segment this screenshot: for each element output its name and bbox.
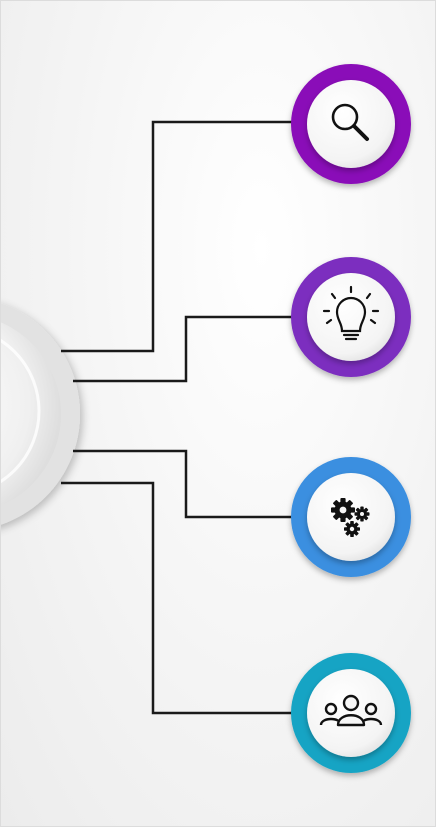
node-team[interactable] (291, 653, 411, 773)
node-settings[interactable] (291, 457, 411, 577)
node-search[interactable] (291, 64, 411, 184)
node-idea-button[interactable] (307, 273, 395, 361)
connector-idea (73, 315, 293, 383)
connector-search (61, 120, 293, 353)
hub (1, 303, 80, 525)
lightbulb-icon (322, 285, 380, 341)
node-team-button[interactable] (307, 669, 395, 757)
node-idea[interactable] (291, 257, 411, 377)
hub-inner-disc (1, 322, 61, 506)
connector-team (61, 481, 293, 715)
people-icon (319, 694, 383, 727)
connectors (61, 120, 293, 715)
search-icon (331, 103, 369, 141)
node-search-button[interactable] (307, 80, 395, 168)
gears-icon (331, 498, 370, 537)
hub-inner-highlight (1, 338, 41, 484)
connector-settings (73, 449, 293, 519)
